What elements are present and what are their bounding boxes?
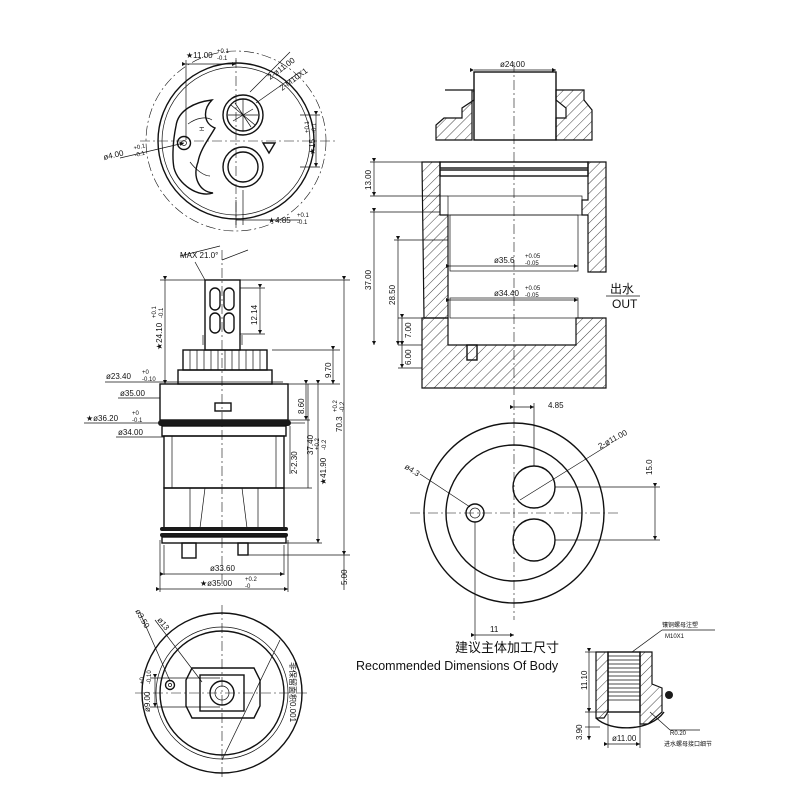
svg-text:H: H <box>200 127 206 131</box>
dim-side-970: 9.70 <box>324 362 333 378</box>
dim-bottom-note: 非保留面积0.001 <box>288 662 298 723</box>
note-inlet: 进水螺母接口细节 <box>664 740 712 748</box>
svg-text:+0: +0 <box>132 411 140 417</box>
svg-text:+0.05: +0.05 <box>525 286 541 292</box>
svg-text:-0.1: -0.1 <box>134 151 146 159</box>
recommended-plan-view: 4.85 2-ø11.00 ø4.3 15.0 11 <box>403 400 660 640</box>
top-view: H ★11.00 +0.1 -0.1 2-ø11.00 2-M10X1 ø4.0… <box>102 49 335 232</box>
dim-side-d3500: ø35.00 <box>120 389 145 398</box>
dim-sec-d356: ø35.6 <box>494 256 515 265</box>
section-view: ø24.00 13.00 37.00 28.50 ø35.6 +0.05 -0.… <box>364 60 640 395</box>
dim-side-d3400: ø34.00 <box>118 428 143 437</box>
dim-thread-1110: 11.10 <box>580 670 589 690</box>
dim-thread-390: 3.90 <box>575 724 584 740</box>
dim-side-703: 70.3 <box>335 416 344 432</box>
bottom-view: ø3.50 ø13 ø9.00 +0 -0.10 非保留面积0.001 <box>133 605 310 780</box>
svg-text:-0.05: -0.05 <box>525 293 539 299</box>
dim-top-11: ★11.00 <box>186 51 213 60</box>
svg-text:-0.2: -0.2 <box>322 439 328 450</box>
svg-text:+0.1: +0.1 <box>217 49 230 55</box>
dim-side-500: 5.00 <box>340 569 349 585</box>
dim-sec-d24: ø24.00 <box>500 60 525 69</box>
dim-side-d3620: ★ø36.20 <box>86 414 119 423</box>
dim-side-4190: ★41.90 <box>319 457 328 485</box>
svg-text:-0.1: -0.1 <box>132 418 143 424</box>
svg-text:+0.1: +0.1 <box>152 305 158 318</box>
dim-sec-13: 13.00 <box>364 169 373 190</box>
dim-side-d3500b: ★ø35.00 <box>200 579 233 588</box>
svg-text:+0.1: +0.1 <box>297 213 310 219</box>
svg-text:-0.10: -0.10 <box>142 377 156 383</box>
dim-max-angle: MAX 21.0° <box>180 251 218 260</box>
svg-text:-0: -0 <box>245 584 251 590</box>
dim-sec-d3440: ø34.40 <box>494 289 519 298</box>
dim-plan-2xd11: 2-ø11.00 <box>597 428 629 451</box>
svg-text:-0.1: -0.1 <box>159 307 165 318</box>
svg-text:+0.2: +0.2 <box>333 399 339 412</box>
dim-side-d3360: ø33.60 <box>210 564 235 573</box>
svg-text:-0.1: -0.1 <box>217 56 228 62</box>
svg-text:-0.05: -0.05 <box>525 261 539 267</box>
dim-side-2x230: 2-2.30 <box>290 451 299 474</box>
dim-plan-485: 4.85 <box>548 401 564 410</box>
dim-sec-37: 37.00 <box>364 269 373 290</box>
dim-bottom-d350: ø3.50 <box>133 608 151 631</box>
note-insert: 镶铜螺母注塑 <box>662 621 698 629</box>
svg-text:-0.2: -0.2 <box>340 401 346 412</box>
dim-sec-7: 7.00 <box>404 322 413 338</box>
dim-side-d2340: ø23.40 <box>106 372 131 381</box>
svg-text:-0.10: -0.10 <box>147 670 153 684</box>
caption-zh: 建议主体加工尺寸 <box>455 640 559 655</box>
note-r020: R0.20 <box>670 731 687 737</box>
svg-text:+0: +0 <box>142 370 150 376</box>
note-m10: M10X1 <box>665 634 685 640</box>
outlet-label-en: OUT <box>612 297 638 311</box>
svg-text:+0: +0 <box>140 676 146 684</box>
side-view: MAX 21.0° 12.14 ★24.10 +0.1 -0.1 ø23.40 … <box>84 245 350 592</box>
dim-side-3740: 37.40 <box>306 434 315 455</box>
svg-text:+0.2: +0.2 <box>245 577 258 583</box>
svg-text:-0.1: -0.1 <box>312 122 318 133</box>
svg-text:+0.2: +0.2 <box>315 437 321 450</box>
dim-top-15: ★15 <box>308 138 317 155</box>
thread-detail-view: 11.10 3.90 ø11.00 镶铜螺母注塑 M10X1 R0.20 进水螺… <box>575 621 715 748</box>
dim-plan-15: 15.0 <box>645 459 654 475</box>
dim-sec-285: 28.50 <box>388 284 397 305</box>
outlet-label-zh: 出水 <box>610 282 634 296</box>
dim-side-1214: 12.14 <box>250 304 259 325</box>
svg-text:+0.05: +0.05 <box>525 254 541 260</box>
dim-bottom-d9: ø9.00 <box>143 691 152 712</box>
dim-plan-11: 11 <box>490 625 499 634</box>
dim-sec-6: 6.00 <box>404 349 413 365</box>
dim-side-860: 8.60 <box>297 398 306 414</box>
svg-text:-0.1: -0.1 <box>297 220 308 226</box>
dim-top-d4: ø4.00 <box>102 148 124 161</box>
svg-text:+0.1: +0.1 <box>133 143 147 152</box>
dim-side-2410: ★24.10 <box>155 322 164 350</box>
dim-thread-d11: ø11.00 <box>612 734 637 743</box>
dim-bottom-d13: ø13 <box>155 616 171 633</box>
dim-top-485: ★4.85 <box>268 216 291 225</box>
caption-en: Recommended Dimensions Of Body <box>356 659 559 673</box>
dim-plan-d43: ø4.3 <box>403 462 422 479</box>
svg-text:+0.1: +0.1 <box>305 120 311 133</box>
